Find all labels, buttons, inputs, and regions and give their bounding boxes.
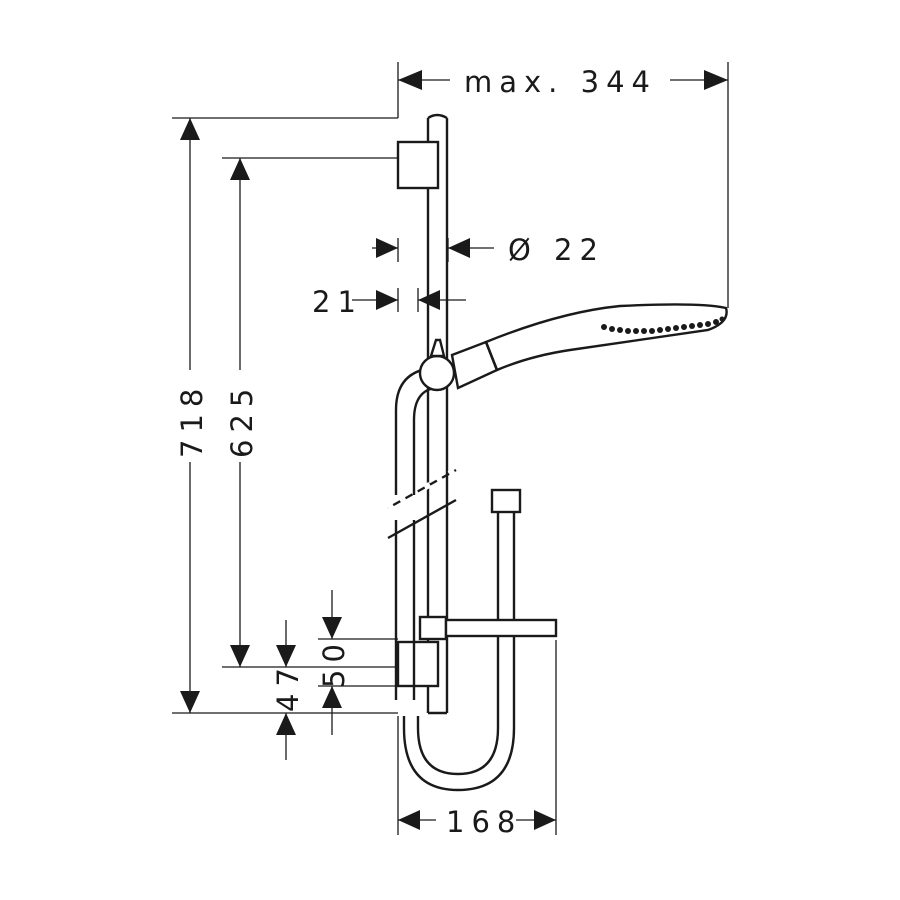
slide-rail xyxy=(386,113,458,715)
top-wall-bracket xyxy=(396,140,440,190)
shower-holder-knob xyxy=(418,354,456,392)
holder-height-label: 50 xyxy=(317,637,351,688)
spray-nozzles xyxy=(601,316,725,334)
dimension-arrows xyxy=(180,70,728,830)
hand-shower xyxy=(418,303,728,392)
hose-connector xyxy=(490,488,522,514)
bottom-wall-bracket xyxy=(396,640,440,688)
soap-shelf xyxy=(418,615,558,641)
total-height-label: 718 xyxy=(175,382,209,458)
max-width-label: max. 344 xyxy=(464,65,657,99)
hole-distance-label: 625 xyxy=(225,382,259,458)
shelf-width-label: 168 xyxy=(446,805,522,839)
bottom-offset-label: 47 xyxy=(271,661,305,712)
offset-label: 21 xyxy=(312,285,363,319)
shower-hose xyxy=(394,366,522,792)
diameter-label: Ø 22 xyxy=(508,233,605,267)
dimension-labels: max. 344 Ø 22 21 718 625 47 50 168 xyxy=(175,65,657,839)
